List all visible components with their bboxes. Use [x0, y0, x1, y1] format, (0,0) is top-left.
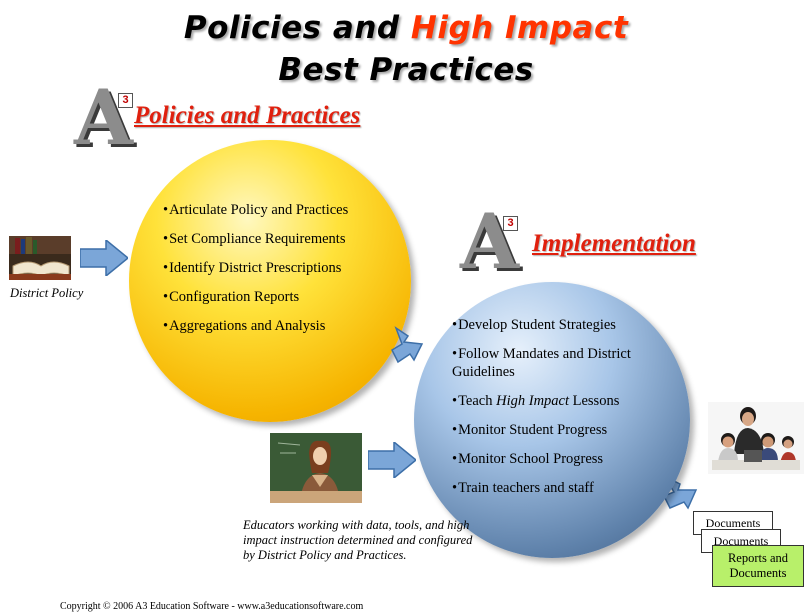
- policies-list: Articulate Policy and Practices Set Comp…: [163, 196, 348, 341]
- implementation-item: Develop Student Strategies: [452, 316, 677, 334]
- teacher-photo: [270, 433, 362, 503]
- educators-caption: Educators working with data, tools, and …: [243, 518, 473, 562]
- implementation-item: Follow Mandates and District Guidelines: [452, 345, 677, 381]
- policies-item: Configuration Reports: [163, 283, 348, 312]
- students-photo: [708, 402, 804, 474]
- teach-prefix: Teach: [458, 393, 497, 409]
- implementation-item: Train teachers and staff: [452, 479, 677, 497]
- arrow-right-icon: [79, 238, 130, 278]
- arrow-down-right-icon: [390, 326, 434, 366]
- policies-item: Aggregations and Analysis: [163, 312, 348, 341]
- a3-logo-policies: A: [74, 73, 133, 162]
- title-accent: High Impact: [410, 10, 629, 46]
- copyright-footer: Copyright © 2006 A3 Education Software -…: [60, 601, 364, 612]
- page-title: Policies and High Impact: [0, 10, 812, 46]
- page-subtitle: Best Practices: [278, 52, 534, 88]
- implementation-item: Teach High Impact Lessons: [452, 392, 677, 410]
- arrow-right-icon: [367, 440, 418, 480]
- a3-logo-superscript: 3: [503, 216, 518, 231]
- implementation-list: Develop Student Strategies Follow Mandat…: [452, 316, 677, 508]
- policies-item: Identify District Prescriptions: [163, 254, 348, 283]
- books-icon: [9, 236, 71, 280]
- a3-logo-superscript: 3: [118, 93, 133, 108]
- reports-card: Reports and Documents: [712, 545, 804, 587]
- district-policy-caption: District Policy: [10, 286, 84, 300]
- policies-item: Articulate Policy and Practices: [163, 196, 348, 225]
- implementation-item: Monitor Student Progress: [452, 421, 677, 439]
- implementation-heading: Implementation: [532, 230, 696, 257]
- teach-emphasis: High Impact: [496, 393, 569, 409]
- policies-heading: Policies and Practices: [134, 102, 361, 129]
- teach-suffix: Lessons: [569, 393, 620, 409]
- policies-item: Set Compliance Requirements: [163, 225, 348, 254]
- title-part1: Policies and: [183, 10, 411, 46]
- implementation-item: Monitor School Progress: [452, 450, 677, 468]
